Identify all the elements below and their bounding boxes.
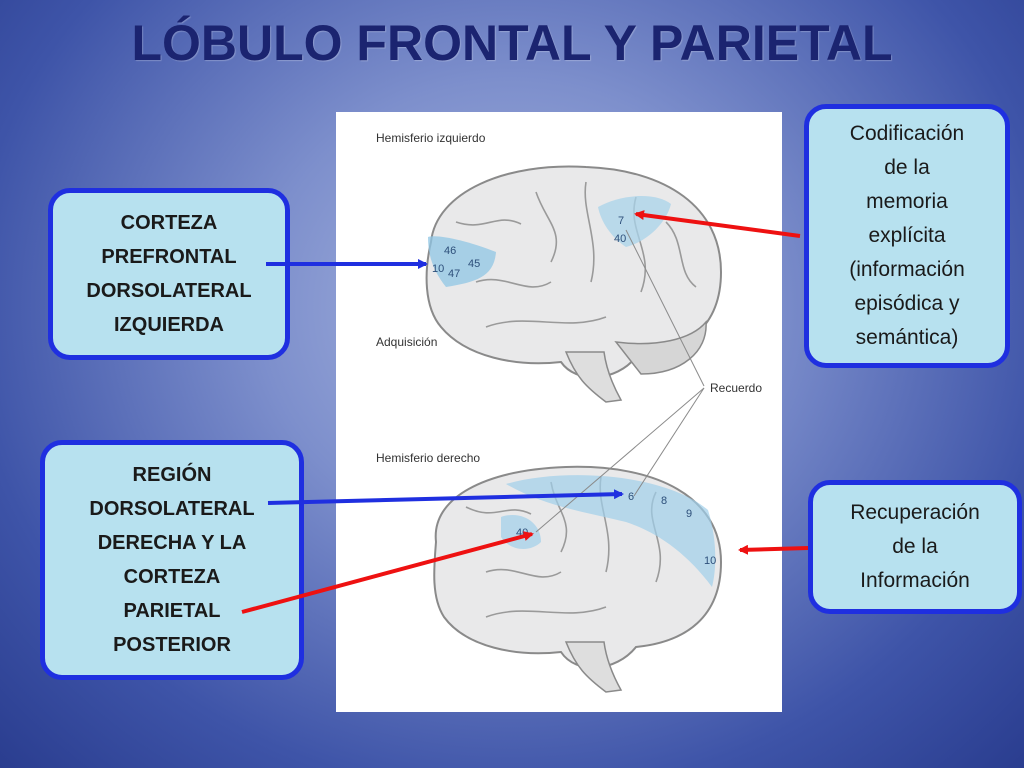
callout-text-line: memoria xyxy=(866,190,948,213)
callout-text-line: DERECHA Y LA xyxy=(97,532,247,554)
area-label: 47 xyxy=(448,268,460,280)
callout-text-line: explícita xyxy=(868,224,946,247)
callout-text-line: Información xyxy=(860,569,970,592)
right-hemisphere-label: Hemisferio derecho xyxy=(376,451,480,465)
brain-figure: 46 10 47 45 7 40 6 8 9 10 40 Hemisferio … xyxy=(336,112,782,712)
recall-label: Recuerdo xyxy=(710,381,762,395)
area-label: 9 xyxy=(686,508,692,520)
callout-text-line: IZQUIERDA xyxy=(114,314,224,336)
callout-text-line: DORSOLATERAL xyxy=(89,498,255,520)
area-label: 6 xyxy=(628,491,634,503)
callout-text-line: CORTEZA xyxy=(123,566,221,588)
left-hemisphere-brain: 46 10 47 45 7 40 xyxy=(425,165,723,403)
acquisition-label: Adquisición xyxy=(376,335,437,349)
slide-title: LÓBULO FRONTAL Y PARIETAL xyxy=(131,15,893,71)
callout-right-retrieval: Recuperación de la Información xyxy=(808,480,1022,614)
callout-left-parietal: REGIÓN DORSOLATERAL DERECHA Y LA CORTEZA… xyxy=(40,440,304,680)
callout-text-line: (información xyxy=(849,258,965,281)
leader-lines xyxy=(535,229,705,533)
area-label: 7 xyxy=(618,215,624,227)
area-label: 10 xyxy=(704,555,716,567)
callout-text-line: episódica y xyxy=(854,292,960,315)
callout-text-line: PREFRONTAL xyxy=(101,246,237,268)
area-label: 40 xyxy=(516,527,528,539)
callout-text-line: semántica) xyxy=(855,326,959,349)
right-hemisphere-brain: 6 8 9 10 40 xyxy=(433,465,723,693)
area-label: 40 xyxy=(614,233,626,245)
area-label: 45 xyxy=(468,258,480,270)
area-label: 46 xyxy=(444,245,456,257)
callout-text-line: POSTERIOR xyxy=(113,634,231,656)
callout-text-line: Recuperación xyxy=(850,501,980,524)
callout-text-line: REGIÓN xyxy=(132,464,212,486)
callout-text-line: PARIETAL xyxy=(123,600,221,622)
area-label: 10 xyxy=(432,263,444,275)
callout-text-line: DORSOLATERAL xyxy=(86,280,252,302)
left-hemisphere-label: Hemisferio izquierdo xyxy=(376,131,486,145)
callout-left-prefrontal: CORTEZA PREFRONTAL DORSOLATERAL IZQUIERD… xyxy=(48,188,290,360)
callout-right-encoding: Codificación de la memoria explícita (in… xyxy=(804,104,1010,368)
area-label: 8 xyxy=(661,495,667,507)
callout-text-line: de la xyxy=(884,156,930,179)
callout-text-line: Codificación xyxy=(849,122,965,145)
callout-text-line: de la xyxy=(892,535,938,558)
brain-illustration: 46 10 47 45 7 40 6 8 9 10 40 Hemisferio … xyxy=(376,131,762,693)
callout-text-line: CORTEZA xyxy=(120,212,218,234)
